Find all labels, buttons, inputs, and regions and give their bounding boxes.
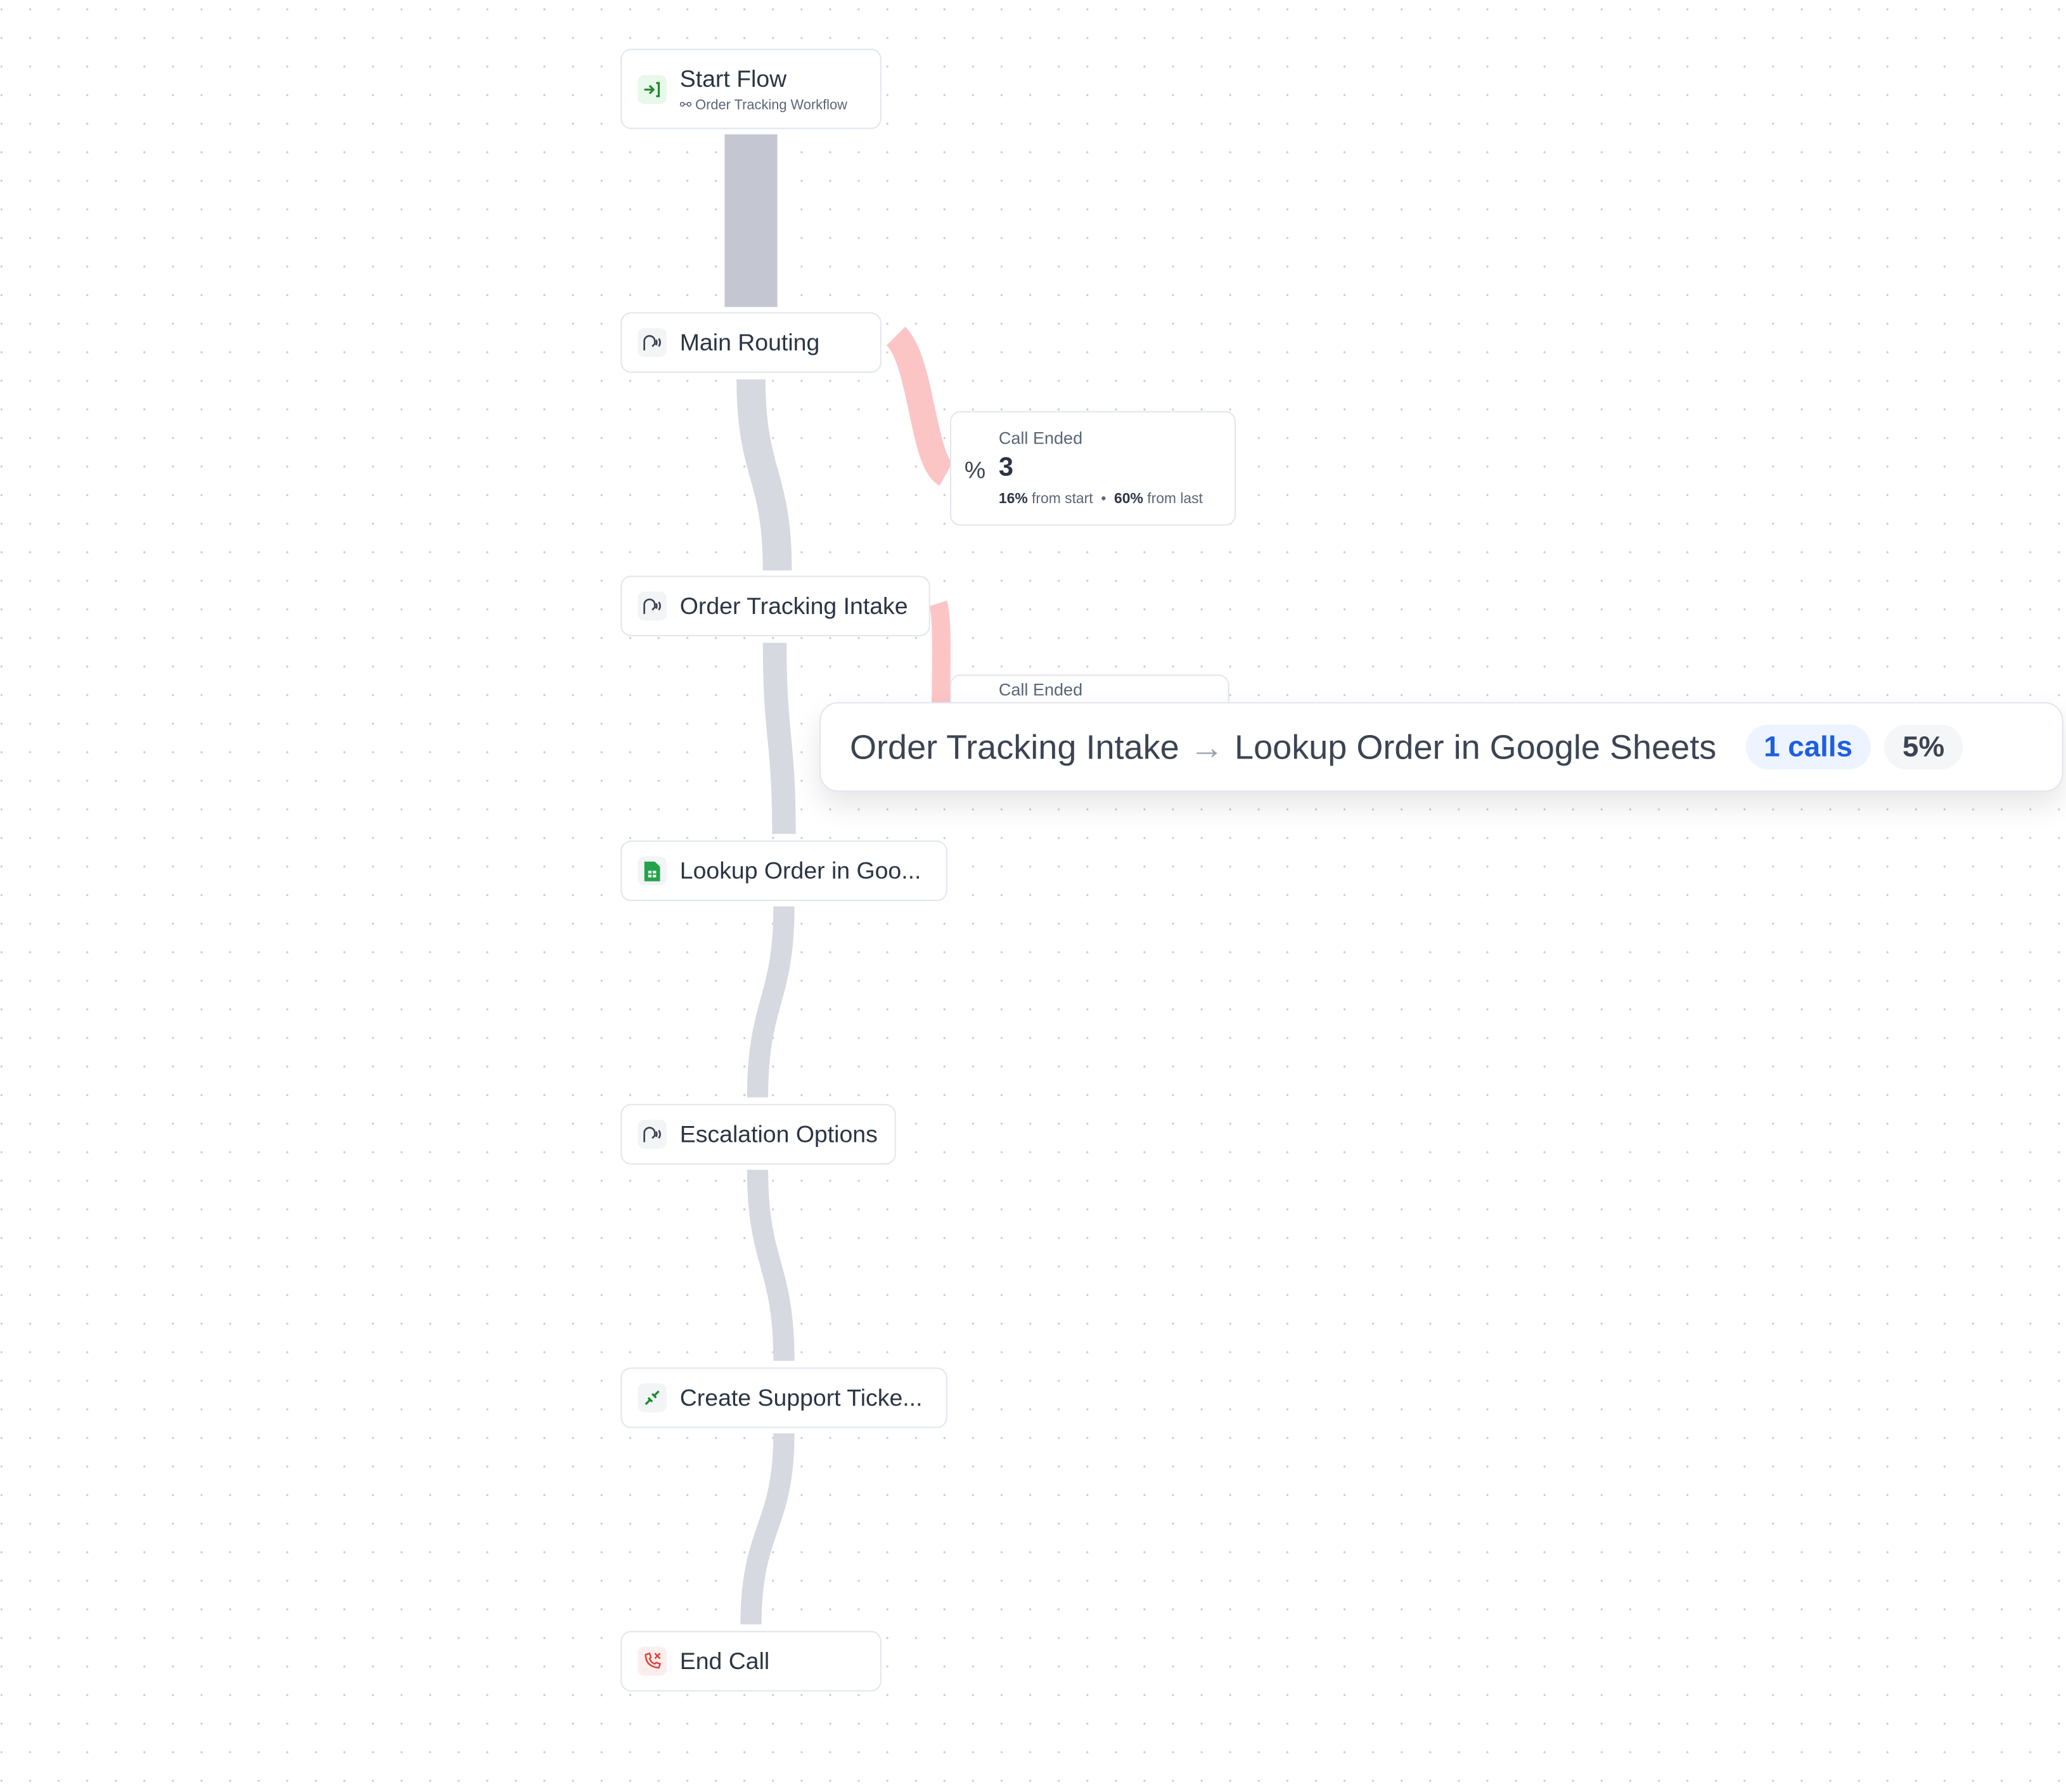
node-lookup-order[interactable]: Lookup Order in Goo... [620, 840, 947, 902]
node-start-flow[interactable]: Start Flow ⚯ Order Tracking Workflow [620, 48, 882, 129]
calls-badge: 1 calls [1745, 724, 1871, 770]
phone-x-icon [638, 1646, 667, 1676]
arrow-right-icon: → [1190, 726, 1224, 766]
edge-escalation-ticket[interactable] [747, 1170, 795, 1361]
webhook-icon [638, 1383, 667, 1412]
edge-main-call-ended[interactable] [885, 326, 954, 486]
call-ended-card[interactable]: % Call Ended 3 16% from start • 60% from… [949, 411, 1236, 526]
google-sheets-icon [638, 856, 667, 886]
edge-main-intake[interactable] [736, 379, 792, 571]
node-main-routing[interactable]: Main Routing [620, 312, 882, 373]
percent-badge: 5% [1883, 724, 1963, 770]
edge-tooltip: Order Tracking Intake → Lookup Order in … [819, 702, 2063, 792]
edge-intake-lookup[interactable] [762, 643, 796, 835]
enter-icon [638, 74, 667, 104]
edge-intake-call-ended[interactable] [929, 600, 951, 719]
edge-lookup-escalation[interactable] [747, 906, 795, 1098]
drop-off-icon: % [964, 457, 986, 483]
node-escalation-options[interactable]: Escalation Options [620, 1104, 896, 1165]
voice-agent-icon [638, 1120, 667, 1149]
node-order-tracking-intake[interactable]: Order Tracking Intake [620, 575, 930, 637]
voice-agent-icon [638, 328, 667, 357]
node-end-call[interactable]: End Call [620, 1630, 882, 1692]
voice-agent-icon [638, 591, 667, 621]
workflow-icon: ⚯ [679, 96, 696, 113]
edge-start-main[interactable] [724, 134, 778, 307]
node-create-support-ticket[interactable]: Create Support Ticke... [620, 1367, 947, 1428]
edge-ticket-end[interactable] [740, 1433, 795, 1625]
